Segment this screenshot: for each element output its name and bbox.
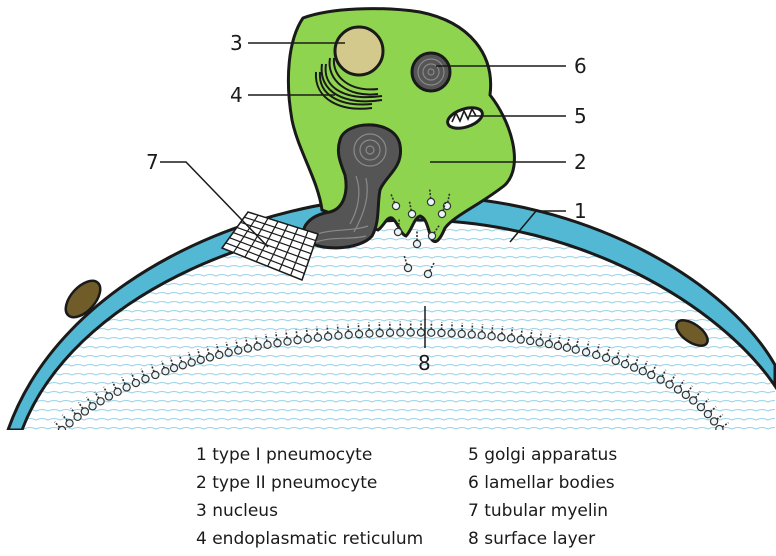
legend-item-8: 8 surface layer bbox=[468, 525, 656, 553]
legend-item-1: 1 type I pneumocyte bbox=[196, 441, 468, 469]
callout-5: 5 bbox=[574, 104, 587, 128]
legend: 1 type I pneumocyte 2 type II pneumocyte… bbox=[196, 441, 656, 553]
callout-3: 3 bbox=[230, 31, 243, 55]
legend-item-2: 2 type II pneumocyte bbox=[196, 469, 468, 497]
callout-6: 6 bbox=[574, 54, 587, 78]
callout-8: 8 bbox=[418, 351, 431, 375]
lamellar-body-icon bbox=[412, 53, 450, 91]
callout-4: 4 bbox=[230, 83, 243, 107]
legend-item-6: 6 lamellar bodies bbox=[468, 469, 656, 497]
alveolar-lumen bbox=[0, 212, 776, 430]
legend-item-3: 3 nucleus bbox=[196, 497, 468, 525]
callout-7: 7 bbox=[146, 150, 159, 174]
callout-2: 2 bbox=[574, 150, 587, 174]
alveolus-diagram: 3 4 6 5 2 1 7 8 bbox=[0, 0, 776, 430]
callout-1: 1 bbox=[574, 199, 587, 223]
legend-item-5: 5 golgi apparatus bbox=[468, 441, 656, 469]
legend-item-7: 7 tubular myelin bbox=[468, 497, 656, 525]
nucleus-icon bbox=[335, 27, 383, 75]
legend-item-4: 4 endoplasmatic reticulum bbox=[196, 525, 468, 553]
